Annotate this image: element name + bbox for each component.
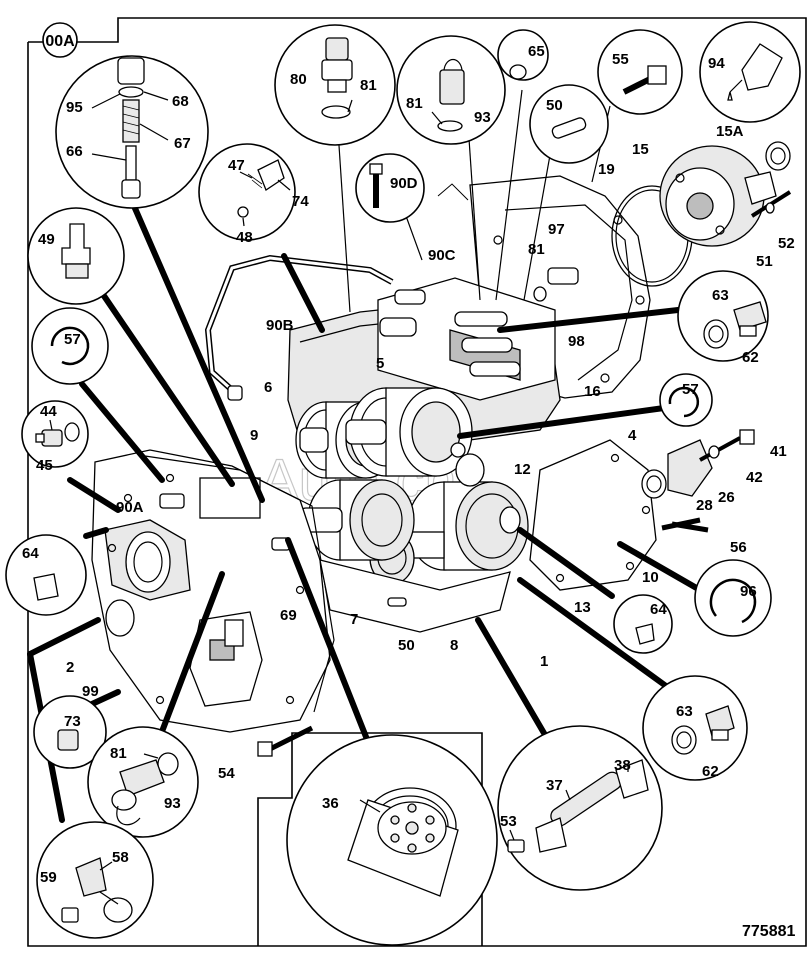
label-64a: 64 bbox=[22, 545, 39, 562]
label-2: 2 bbox=[66, 659, 74, 676]
label-81b: 81 bbox=[406, 95, 423, 112]
label-63b: 63 bbox=[676, 703, 693, 720]
label-10: 10 bbox=[642, 569, 659, 586]
label-57a: 57 bbox=[64, 331, 81, 348]
label-6: 6 bbox=[264, 379, 272, 396]
label-44: 44 bbox=[40, 403, 57, 420]
label-16: 16 bbox=[584, 383, 601, 400]
label-15: 15 bbox=[632, 141, 649, 158]
label-90d: 90D bbox=[390, 175, 418, 192]
label-4: 4 bbox=[628, 427, 637, 444]
label-90a: 90A bbox=[116, 499, 144, 516]
label-5: 5 bbox=[376, 355, 384, 372]
label-81d: 81 bbox=[110, 745, 127, 762]
label-65: 65 bbox=[528, 43, 545, 60]
label-98: 98 bbox=[568, 333, 585, 350]
label-52: 52 bbox=[778, 235, 795, 252]
callout-circles bbox=[5, 21, 801, 946]
label-57b: 57 bbox=[682, 381, 699, 398]
label-50b: 50 bbox=[398, 637, 415, 654]
label-1: 1 bbox=[540, 653, 548, 670]
part-labels: 00A 95 68 67 66 47 74 48 49 57 44 45 64 … bbox=[22, 22, 795, 940]
label-48: 48 bbox=[236, 229, 253, 246]
label-59: 59 bbox=[40, 869, 57, 886]
label-58: 58 bbox=[112, 849, 129, 866]
label-67: 67 bbox=[174, 135, 191, 152]
label-55: 55 bbox=[612, 51, 629, 68]
label-74: 74 bbox=[292, 193, 309, 210]
label-42: 42 bbox=[746, 469, 763, 486]
label-47: 47 bbox=[228, 157, 245, 174]
label-63a: 63 bbox=[712, 287, 729, 304]
label-90b: 90B bbox=[266, 317, 294, 334]
label-13: 13 bbox=[574, 599, 591, 616]
label-51: 51 bbox=[756, 253, 773, 270]
label-45: 45 bbox=[36, 457, 53, 474]
label-66: 66 bbox=[66, 143, 83, 160]
label-19: 19 bbox=[598, 161, 615, 178]
label-93b: 93 bbox=[164, 795, 181, 812]
label-50a: 50 bbox=[546, 97, 563, 114]
label-26: 26 bbox=[718, 489, 735, 506]
label-93a: 93 bbox=[474, 109, 491, 126]
label-62a: 62 bbox=[742, 349, 759, 366]
label-12: 12 bbox=[514, 461, 531, 478]
callout-leaders bbox=[27, 203, 703, 823]
main-assembly bbox=[91, 61, 792, 757]
frame-border bbox=[27, 17, 807, 947]
label-62b: 62 bbox=[702, 763, 719, 780]
circle-details bbox=[33, 37, 783, 923]
label-7: 7 bbox=[350, 611, 358, 628]
label-96: 96 bbox=[740, 583, 757, 600]
label-81c: 81 bbox=[528, 241, 545, 258]
label-49: 49 bbox=[38, 231, 55, 248]
label-64b: 64 bbox=[650, 601, 667, 618]
drawing-number: 775881 bbox=[742, 923, 795, 940]
label-37: 37 bbox=[546, 777, 563, 794]
label-68: 68 bbox=[172, 93, 189, 110]
label-99: 99 bbox=[82, 683, 99, 700]
label-94: 94 bbox=[708, 55, 725, 72]
label-97: 97 bbox=[548, 221, 565, 238]
label-8: 8 bbox=[450, 637, 458, 654]
label-95: 95 bbox=[66, 99, 83, 116]
label-28: 28 bbox=[696, 497, 713, 514]
label-73: 73 bbox=[64, 713, 81, 730]
label-80: 80 bbox=[290, 71, 307, 88]
label-41: 41 bbox=[770, 443, 787, 460]
label-81a: 81 bbox=[360, 77, 377, 94]
label-53: 53 bbox=[500, 813, 517, 830]
label-54: 54 bbox=[218, 765, 235, 782]
label-90c: 90C bbox=[428, 247, 456, 264]
label-9: 9 bbox=[250, 427, 258, 444]
figure-ref: 00A bbox=[45, 33, 75, 50]
figure-ref-bubble bbox=[42, 22, 78, 58]
label-15a: 15A bbox=[716, 123, 744, 140]
label-38: 38 bbox=[614, 757, 631, 774]
label-36: 36 bbox=[322, 795, 339, 812]
label-56: 56 bbox=[730, 539, 747, 556]
label-69: 69 bbox=[280, 607, 297, 624]
